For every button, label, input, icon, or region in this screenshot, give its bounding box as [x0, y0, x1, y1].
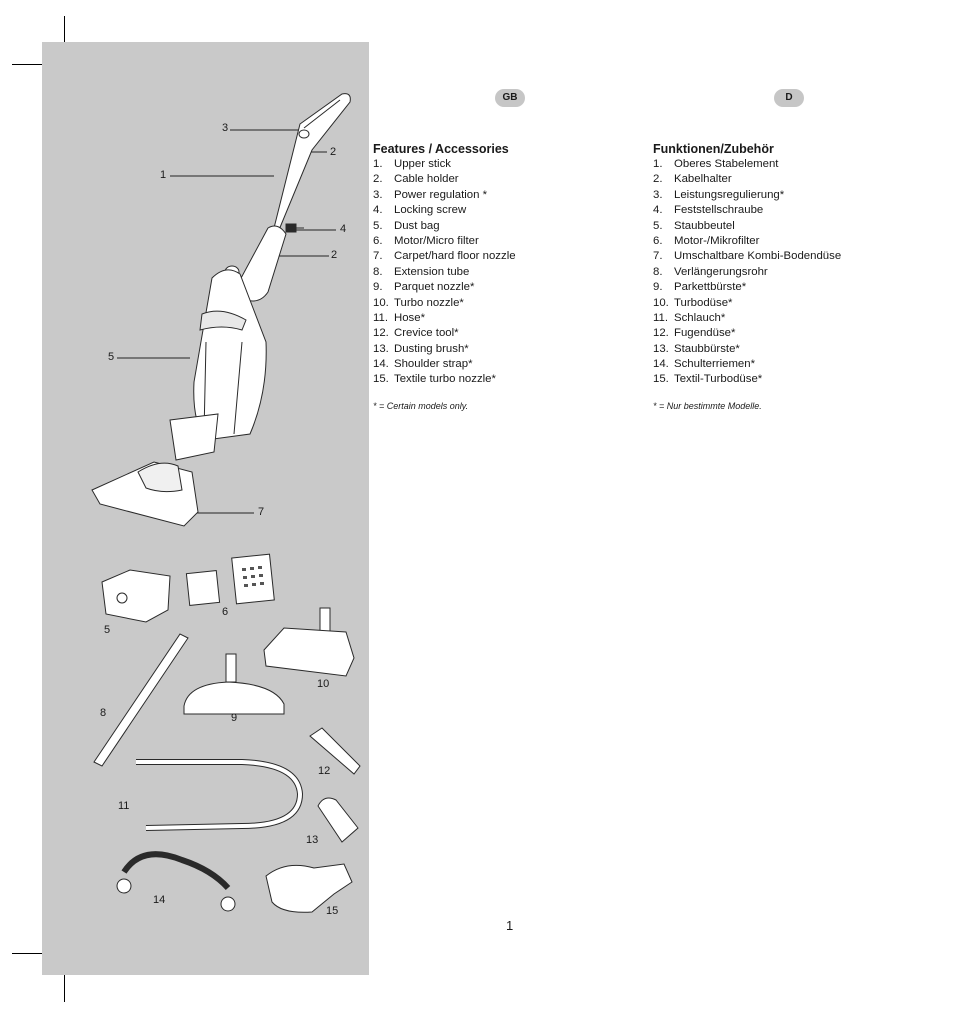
- list-item: 10.Turbodüse*: [653, 296, 733, 309]
- list-item: 9.Parquet nozzle*: [373, 281, 475, 294]
- figure-label: 9: [231, 712, 238, 724]
- list-item: 14.Schulterriemen*: [653, 358, 756, 371]
- list-item: 12.Fugendüse*: [653, 327, 736, 340]
- figure-label: 4: [340, 223, 347, 235]
- figure-label: 13: [306, 834, 319, 846]
- crop-mark-top-horizontal: [12, 64, 54, 65]
- list-item: 14.Shoulder strap*: [373, 358, 473, 371]
- footnote: * = Nur bestimmte Modelle.: [653, 400, 762, 411]
- crop-mark-bottom-horizontal: [12, 953, 54, 954]
- list-item: 4.Feststellschraube: [653, 204, 764, 217]
- language-badge-de: D: [774, 89, 804, 107]
- list-item: 5.Dust bag: [373, 219, 440, 232]
- list-item: 6.Motor-/Mikrofilter: [653, 234, 760, 247]
- features-list-de: Funktionen/Zubehör 1.Oberes Stabelement …: [653, 142, 841, 411]
- list-item: 3.Leistungsregulierung*: [653, 188, 785, 201]
- list-item: 2.Kabelhalter: [653, 173, 732, 186]
- list-item: 9.Parkettbürste*: [653, 281, 747, 294]
- figure-label: 12: [318, 765, 331, 777]
- list-item: 3.Power regulation *: [373, 188, 488, 201]
- list-item: 1.Upper stick: [373, 158, 451, 170]
- list-item: 12.Crevice tool*: [373, 327, 459, 340]
- turbo-nozzle-drawing: [263, 607, 355, 677]
- list-item: 10.Turbo nozzle*: [373, 296, 464, 309]
- crevice-tool-drawing: [309, 727, 361, 775]
- list-item: 11.Hose*: [373, 311, 426, 324]
- language-badge-gb: GB: [495, 89, 525, 107]
- list-item: 13.Dusting brush*: [373, 342, 469, 355]
- leader-lines: [117, 129, 336, 514]
- list-item: 8.Verlängerungsrohr: [653, 265, 768, 278]
- feature-list: 1.Upper stick 2.Cable holder 3.Power reg…: [373, 157, 516, 388]
- figure-label: 7: [258, 506, 265, 518]
- list-item: 8.Extension tube: [373, 265, 470, 278]
- textile-turbo-nozzle-drawing: [265, 863, 353, 913]
- figure-label: 5: [108, 351, 115, 363]
- features-list-gb: Features / Accessories 1.Upper stick 2.C…: [373, 142, 516, 411]
- illustration-panel: 3 1 2 4 2 5 7 5 6 10 8 9 12 11 13 14 15: [42, 42, 369, 975]
- page-number: 1: [506, 918, 514, 933]
- figure-label: 3: [222, 122, 229, 134]
- crop-mark-bottom-vertical: [64, 967, 65, 1002]
- feature-list: 1.Oberes Stabelement 2.Kabelhalter 3.Lei…: [653, 157, 841, 388]
- upright-vacuum: [91, 93, 351, 527]
- hose-drawing-inner: [136, 760, 303, 830]
- extension-tube-drawing: [93, 633, 189, 767]
- filter-drawings: [185, 553, 275, 607]
- dust-bag-drawing: [101, 569, 171, 623]
- footnote: * = Certain models only.: [373, 400, 469, 411]
- figure-label: 14: [153, 894, 166, 906]
- shoulder-strap-drawing: [116, 851, 236, 912]
- parquet-nozzle-drawing: [183, 653, 285, 715]
- list-item: 15.Textile turbo nozzle*: [373, 373, 496, 386]
- figure-label: 11: [118, 800, 130, 812]
- list-item: 5.Staubbeutel: [653, 219, 735, 232]
- section-title: Funktionen/Zubehör: [653, 142, 774, 156]
- figure-label: 10: [317, 678, 330, 690]
- hose-drawing: [136, 759, 304, 831]
- crop-mark-top-vertical: [64, 16, 65, 51]
- list-item: 4.Locking screw: [373, 204, 467, 217]
- figure-label: 2: [331, 249, 338, 261]
- figure-label: 5: [104, 624, 111, 636]
- list-item: 7.Umschaltbare Kombi-Bodendüse: [653, 250, 842, 263]
- list-item: 11.Schlauch*: [653, 311, 726, 324]
- vacuum-illustration: [91, 93, 361, 913]
- list-item: 6.Motor/Micro filter: [373, 234, 479, 247]
- dusting-brush-drawing: [317, 797, 359, 843]
- list-item: 1.Oberes Stabelement: [653, 158, 779, 170]
- list-item: 13.Staubbürste*: [653, 342, 740, 355]
- figure-label: 8: [100, 707, 107, 719]
- figure-label: 1: [160, 169, 167, 181]
- list-item: 15.Textil-Turbodüse*: [653, 373, 763, 386]
- figure-label: 6: [222, 606, 229, 618]
- section-title: Features / Accessories: [373, 142, 509, 156]
- figure-label: 15: [326, 905, 339, 917]
- list-item: 2.Cable holder: [373, 173, 459, 186]
- figure-label: 2: [330, 146, 337, 158]
- list-item: 7.Carpet/hard floor nozzle: [373, 250, 516, 263]
